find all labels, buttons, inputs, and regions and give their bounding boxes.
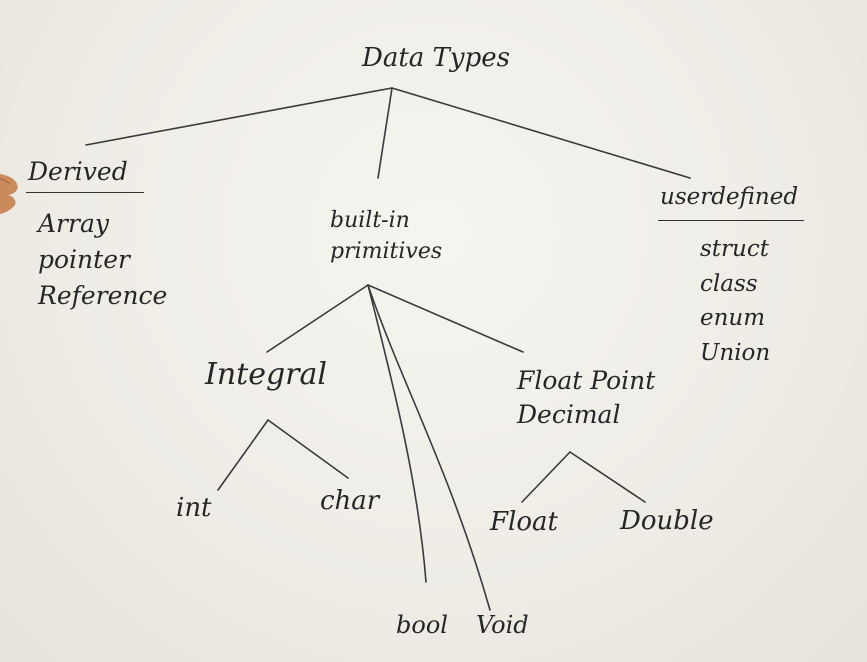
derived-item-array: Array <box>38 209 109 238</box>
edge-builtin-floatpoint <box>367 284 524 353</box>
leaf-void: Void <box>476 611 529 639</box>
leaf-bool: bool <box>396 611 448 639</box>
edge-floatpoint-float <box>521 451 571 503</box>
leaf-char: char <box>320 486 380 516</box>
integral-label: Integral <box>205 357 328 392</box>
edge-builtin-void <box>367 284 491 611</box>
floatpoint-line2: Decimal <box>517 399 621 429</box>
edge-floatpoint-double <box>569 451 646 503</box>
userdefined-item-struct: struct <box>700 236 769 262</box>
edge-integral-int <box>217 419 269 491</box>
edge-builtin-bool <box>367 284 427 583</box>
leaf-double: Double <box>620 506 714 536</box>
leaf-int: int <box>176 493 212 523</box>
userdefined-heading: userdefined <box>660 184 799 210</box>
derived-heading: Derived <box>28 157 128 186</box>
userdefined-list: struct class enum Union <box>700 232 770 370</box>
builtin-line1: built-in <box>330 208 410 233</box>
edge-root-builtin <box>377 87 393 179</box>
builtin-line2: primitives <box>330 238 443 264</box>
userdefined-underline <box>658 220 804 221</box>
edge-integral-char <box>267 419 349 479</box>
derived-item-reference: Reference <box>38 281 168 310</box>
userdefined-item-union: Union <box>700 339 771 366</box>
derived-list: Array pointer Reference <box>38 206 167 314</box>
leaf-float: Float <box>490 507 558 537</box>
edge-root-userdefined <box>391 87 691 179</box>
presenter-hand-icon <box>0 174 18 214</box>
floatpoint-line1: Float Point <box>517 366 656 395</box>
derived-underline <box>26 192 144 193</box>
derived-item-pointer: pointer <box>38 245 130 274</box>
root-label: Data Types <box>362 43 510 73</box>
userdefined-item-enum: enum <box>700 305 766 331</box>
userdefined-item-class: class <box>700 270 758 297</box>
edge-builtin-integral <box>266 284 369 353</box>
floatpoint-label: Float Point Decimal <box>517 364 655 432</box>
builtin-label: built-in primitives <box>330 206 442 268</box>
edge-root-derived <box>85 87 393 146</box>
